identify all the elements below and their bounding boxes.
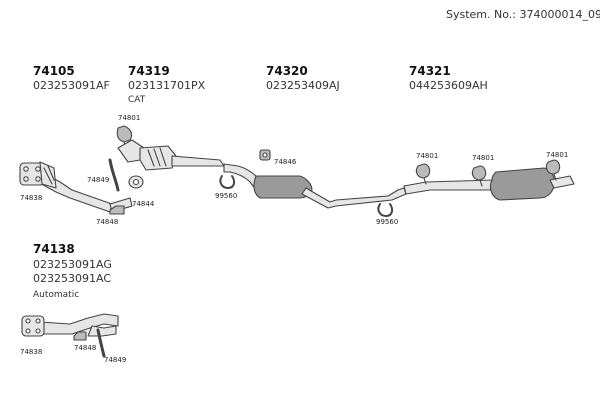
automatic-flange xyxy=(21,315,45,337)
cat-gasket xyxy=(128,175,144,189)
part-code: 023253091AG xyxy=(33,258,112,271)
label-74838: 74838 xyxy=(20,194,42,202)
label-99560: 99560 xyxy=(215,192,237,200)
part-code: 023131701PX xyxy=(128,79,206,92)
label-74849: 74849 xyxy=(87,176,109,184)
label-74838: 74838 xyxy=(20,348,42,356)
label-74846: 74846 xyxy=(274,158,297,166)
part-note-cat: CAT xyxy=(128,95,146,105)
label-74844: 74844 xyxy=(132,200,155,208)
rear-mount-2 xyxy=(471,165,487,187)
label-74848: 74848 xyxy=(74,344,96,352)
front-bracket xyxy=(109,205,125,215)
part-number-74320: 74320 xyxy=(266,64,308,78)
rear-silencer xyxy=(403,167,575,201)
part-number-74319: 74319 xyxy=(128,64,170,78)
front-clamp xyxy=(108,158,120,192)
middle-hanger xyxy=(259,149,271,161)
label-74849: 74849 xyxy=(104,356,126,364)
system-number: System. No.: 374000014_09 xyxy=(446,8,600,21)
rear-mount-3 xyxy=(545,159,561,181)
automatic-downpipe xyxy=(39,313,119,337)
label-99560: 99560 xyxy=(376,218,398,226)
part-note-automatic: Automatic xyxy=(33,290,80,300)
part-number-74321: 74321 xyxy=(409,64,451,78)
label-74801: 74801 xyxy=(118,114,140,122)
middle-silencer-pipe xyxy=(223,163,407,209)
label-74848: 74848 xyxy=(96,218,118,226)
part-number-74105: 74105 xyxy=(33,64,75,78)
part-code: 023253091AC xyxy=(33,272,111,285)
automatic-bracket xyxy=(73,331,87,341)
label-74801: 74801 xyxy=(472,154,494,162)
part-code: 044253609AH xyxy=(409,79,488,92)
part-number-74138: 74138 xyxy=(33,242,75,256)
automatic-clamp xyxy=(96,328,106,358)
catalytic-converter xyxy=(117,139,225,171)
lower-hanger-1 xyxy=(219,175,236,189)
front-flange xyxy=(19,161,57,189)
part-code: 023253409AJ xyxy=(266,79,340,92)
label-74801: 74801 xyxy=(546,151,568,159)
lower-hanger-2 xyxy=(377,203,394,217)
label-74801: 74801 xyxy=(416,152,438,160)
rear-mount-1 xyxy=(415,163,431,185)
part-code: 023253091AF xyxy=(33,79,110,92)
